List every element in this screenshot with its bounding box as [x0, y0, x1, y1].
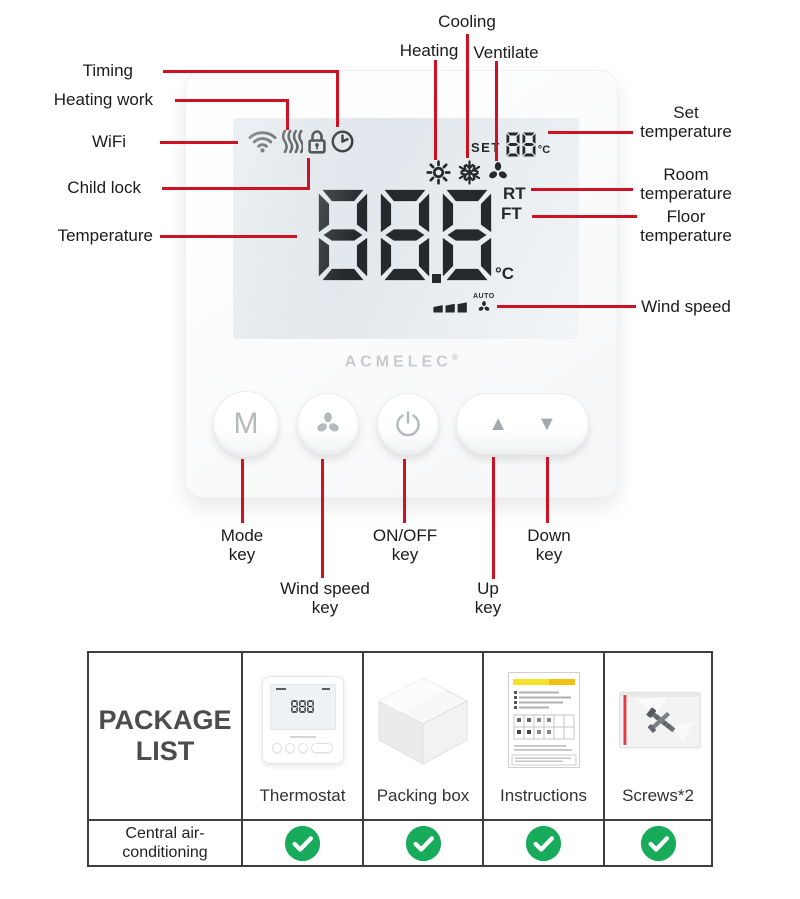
fan-key-icon	[317, 412, 339, 432]
auto-fan-icon	[478, 301, 490, 311]
package-list-title-cell: PACKAGE LIST	[89, 653, 241, 819]
timing-clock-icon	[331, 130, 354, 152]
instructions-image	[507, 671, 580, 768]
annotation-ventilate: Ventilate	[473, 43, 539, 62]
package-item-label: Instructions	[500, 786, 587, 805]
check-cell-packing-box	[362, 819, 482, 865]
callout-line-timing-v	[336, 70, 339, 127]
callout-line-temperature	[160, 235, 297, 238]
heating-work-icon	[282, 129, 303, 153]
wind-speed-key-button[interactable]	[297, 393, 359, 455]
thumbnail-digits	[291, 700, 314, 713]
set-label: SET	[471, 140, 501, 155]
heating-sun-icon	[426, 159, 451, 185]
brand-logo: ACMELEC®	[344, 352, 459, 371]
callout-line-wifi	[160, 141, 238, 144]
cooling-snowflake-icon	[457, 159, 482, 185]
check-icon	[284, 825, 321, 861]
callout-line-down-key	[546, 457, 549, 523]
packing-box-image	[377, 676, 469, 765]
check-cell-thermostat	[241, 819, 362, 865]
package-item-label: Thermostat	[259, 786, 346, 805]
callout-line-wind-speed-key	[321, 459, 324, 578]
annotation-temperature: Temperature	[57, 226, 153, 245]
package-item-label: Screws*2	[622, 786, 694, 805]
package-item-screws: Screws*2	[603, 653, 711, 819]
callout-line-mode-key	[241, 459, 244, 523]
callout-line-floor-temperature	[532, 215, 637, 218]
main-temperature-digits	[317, 188, 493, 282]
compatibility-row-label: Central air-conditioning	[122, 825, 208, 861]
decimal-point	[432, 274, 441, 283]
check-icon	[640, 825, 676, 861]
package-list-table: PACKAGE LIST Thermostat	[87, 651, 713, 867]
callout-line-room-temperature	[531, 188, 633, 191]
annotation-cooling: Cooling	[438, 12, 496, 31]
callout-line-heating	[434, 60, 437, 160]
set-unit: °C	[537, 144, 551, 156]
floor-temperature-label: FT	[501, 204, 522, 223]
annotation-down-key: Down key	[527, 526, 571, 564]
up-down-key-button[interactable]: ▲ ▼	[456, 393, 589, 455]
callout-line-set-temperature	[548, 131, 633, 134]
annotation-room-temperature: Room temperature	[640, 165, 732, 203]
child-lock-icon	[308, 129, 326, 154]
callout-line-ventilate	[495, 61, 498, 161]
callout-line-heating-work-v	[286, 99, 289, 130]
mode-icon-row	[426, 159, 508, 185]
mode-key-button[interactable]: M	[213, 391, 279, 457]
wind-speed-indicator: AUTO	[433, 293, 495, 313]
callout-line-wind-speed	[497, 305, 636, 308]
package-item-thermostat: Thermostat	[241, 653, 362, 819]
annotation-timing: Timing	[82, 61, 133, 80]
annotation-wind-speed: Wind speed	[641, 297, 731, 316]
check-icon	[405, 825, 441, 861]
set-value-digits	[506, 132, 536, 157]
power-icon	[396, 411, 420, 437]
package-item-packing-box: Packing box	[362, 653, 482, 819]
thermostat-device: SET °C	[185, 70, 618, 498]
status-icon-row	[247, 124, 354, 158]
package-list-title: PACKAGE LIST	[98, 705, 232, 766]
up-arrow-icon[interactable]: ▲	[488, 413, 508, 435]
annotation-up-key: Up key	[474, 579, 502, 617]
set-temperature-readout: SET °C	[471, 132, 550, 157]
wifi-icon	[248, 131, 277, 153]
compatibility-row-label-cell: Central air-conditioning	[89, 819, 241, 865]
annotation-wifi: WiFi	[92, 132, 126, 151]
callout-line-child-lock	[162, 187, 310, 190]
annotation-on-off-key: ON/OFF key	[372, 526, 438, 564]
mode-key-letter: M	[233, 407, 259, 440]
wind-speed-bars-icon	[433, 302, 467, 313]
annotation-mode-key: Mode key	[220, 526, 264, 564]
callout-line-child-lock-v	[307, 158, 310, 190]
ventilate-fan-icon	[489, 162, 507, 179]
down-arrow-icon[interactable]: ▼	[537, 413, 557, 435]
check-cell-instructions	[482, 819, 603, 865]
check-cell-screws	[603, 819, 711, 865]
callout-line-heating-work	[175, 99, 289, 102]
annotation-floor-temperature: Floor temperature	[640, 207, 732, 245]
annotation-wind-speed-key: Wind speed key	[280, 579, 370, 617]
main-unit: °C	[495, 264, 515, 283]
screws-image	[619, 691, 701, 748]
room-temperature-label: RT	[503, 184, 526, 203]
annotation-heating: Heating	[399, 41, 459, 60]
callout-line-up-key	[492, 457, 495, 579]
lcd-screen: SET °C	[233, 118, 579, 339]
annotation-set-temperature: Set temperature	[640, 103, 732, 141]
on-off-key-button[interactable]	[377, 393, 439, 455]
callout-line-on-off-key	[403, 459, 406, 523]
package-item-instructions: Instructions	[482, 653, 603, 819]
auto-label: AUTO	[473, 293, 495, 300]
annotation-heating-work: Heating work	[53, 90, 153, 109]
callout-line-cooling	[466, 34, 469, 158]
package-item-label: Packing box	[376, 786, 470, 805]
callout-line-timing	[163, 70, 339, 73]
check-icon	[525, 825, 562, 861]
annotation-child-lock: Child lock	[67, 178, 141, 197]
thermostat-thumbnail	[261, 675, 344, 764]
